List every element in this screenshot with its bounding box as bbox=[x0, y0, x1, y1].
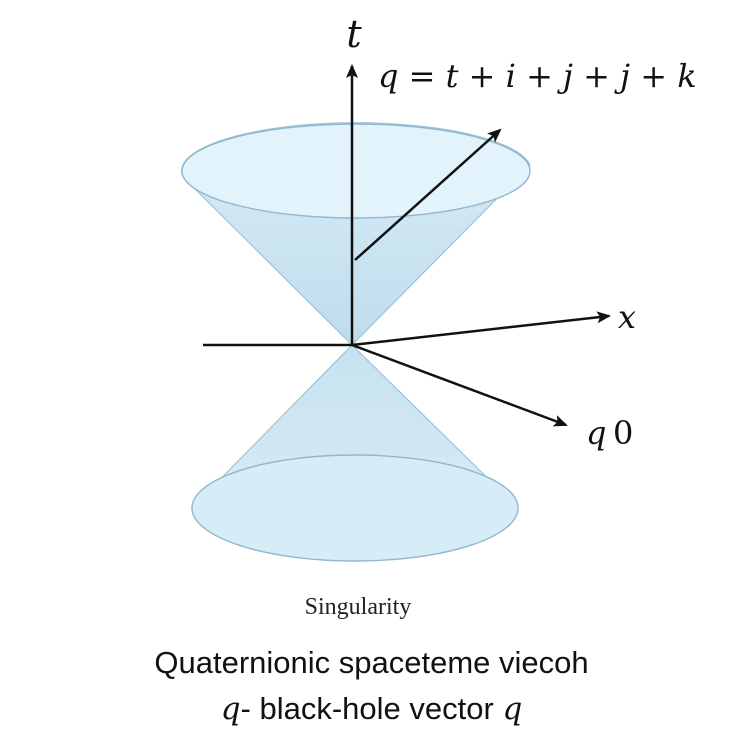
q0-axis bbox=[351, 343, 568, 427]
caption-middle-text: - black-hole vector bbox=[240, 691, 503, 726]
q-vector-equation: q = t + i + j + j + k bbox=[378, 57, 697, 95]
x-axis bbox=[351, 311, 611, 347]
past-light-cone bbox=[191, 344, 519, 562]
past-cone-rim bbox=[191, 454, 519, 562]
q0-label-subscript: 0 bbox=[613, 414, 633, 452]
q-vector-arrow bbox=[354, 128, 502, 261]
q0-axis-label: q 0 bbox=[586, 414, 633, 452]
singularity-label: Singularity bbox=[305, 594, 412, 620]
caption-q-prefix: q bbox=[220, 691, 241, 727]
future-light-cone bbox=[181, 122, 531, 346]
x-axis-label: x bbox=[618, 298, 636, 336]
q0-label-variable: q bbox=[586, 414, 606, 452]
future-cone-rim bbox=[181, 123, 531, 219]
caption-line-2: q- black-hole vector q bbox=[0, 691, 743, 727]
caption-line-1: Quaternionic spaceteme viecoh bbox=[154, 645, 589, 680]
t-axis-label: t bbox=[346, 12, 362, 56]
caption-q-suffix: q bbox=[502, 691, 523, 727]
